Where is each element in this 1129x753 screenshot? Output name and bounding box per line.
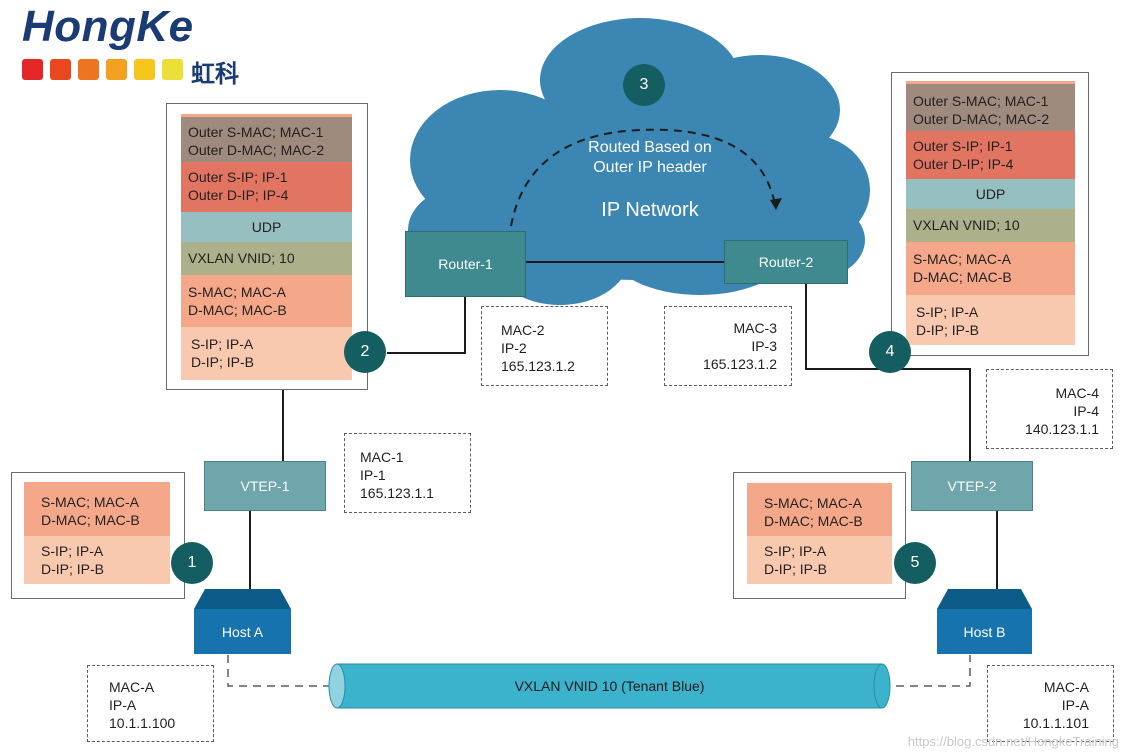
- ip-address-text: 165.123.1.1: [360, 485, 434, 501]
- vni-cell: VXLAN VNID; 10: [906, 209, 1075, 242]
- mac-text: MAC-3: [733, 320, 777, 336]
- inner-mac-cell: S-MAC; MAC-A D-MAC; MAC-B: [24, 482, 170, 536]
- inner-sip: S-IP; IP-A: [764, 543, 827, 559]
- inner-dmac: D-MAC; MAC-B: [764, 513, 863, 529]
- mac-text: MAC-A: [1043, 679, 1089, 695]
- mac-text: MAC-A: [109, 679, 155, 695]
- outer-dip: Outer D-IP; IP-4: [913, 156, 1014, 172]
- inner-ip-cell: S-IP; IP-A D-IP; IP-B: [181, 327, 352, 380]
- ip-text: IP-1: [360, 467, 386, 483]
- vtep-1-address: MAC-1 IP-1 165.123.1.1: [344, 433, 471, 513]
- outer-smac: Outer S-MAC; MAC-1: [913, 93, 1049, 109]
- inner-dmac: D-MAC; MAC-B: [913, 269, 1012, 285]
- router-1-address: MAC-2 IP-2 165.123.1.2: [481, 306, 608, 386]
- host-a-shape: [194, 589, 291, 654]
- inner-mac-cell: S-MAC; MAC-A D-MAC; MAC-B: [181, 275, 352, 327]
- inner-dip: D-IP; IP-B: [191, 354, 255, 370]
- outer-dmac: Outer D-MAC; MAC-2: [913, 111, 1050, 127]
- ip-address-text: 165.123.1.2: [703, 356, 777, 372]
- router-2-address: MAC-3 IP-3 165.123.1.2: [664, 306, 792, 386]
- step-badge-2: 2: [344, 331, 386, 373]
- mac-text: MAC-1: [360, 449, 404, 465]
- ip-text: IP-3: [751, 338, 777, 354]
- router-1: Router-1: [405, 231, 526, 297]
- inner-dip: D-IP; IP-B: [916, 322, 980, 338]
- logo-square: [162, 59, 183, 80]
- logo-square: [78, 59, 99, 80]
- vni-cell: VXLAN VNID; 10: [181, 242, 352, 275]
- inner-ip-cell: S-IP; IP-A D-IP; IP-B: [24, 536, 170, 584]
- outer-dmac: Outer D-MAC; MAC-2: [188, 142, 325, 158]
- hongke-logo-cn: 虹科: [191, 60, 239, 88]
- hongke-logo-text: HongKe: [22, 2, 194, 51]
- routed-label-2: Outer IP header: [593, 159, 707, 176]
- ip-address-text: 140.123.1.1: [1025, 421, 1099, 437]
- inner-mac-cell: S-MAC; MAC-A D-MAC; MAC-B: [906, 242, 1075, 295]
- outer-sip: Outer S-IP; IP-1: [913, 138, 1013, 154]
- host-a-address: MAC-A IP-A 10.1.1.100: [87, 665, 214, 742]
- inner-dmac: D-MAC; MAC-B: [41, 512, 140, 528]
- ip-address-text: 10.1.1.101: [1022, 715, 1089, 731]
- ip-text: IP-4: [1073, 403, 1099, 419]
- inner-dip: D-IP; IP-B: [764, 561, 828, 577]
- logo-square: [50, 59, 71, 80]
- vtep-2: VTEP-2: [911, 461, 1033, 511]
- ip-text: IP-A: [109, 697, 137, 713]
- host-b-label: Host B: [963, 624, 1006, 640]
- vtep-1: VTEP-1: [204, 461, 326, 511]
- logo-square: [22, 59, 43, 80]
- inner-smac: S-MAC; MAC-A: [41, 494, 139, 510]
- inner-ip-cell: S-IP; IP-A D-IP; IP-B: [906, 295, 1075, 345]
- watermark: https://blog.csdn.net/HongkeTraining: [907, 734, 1119, 749]
- inner-smac: S-MAC; MAC-A: [764, 495, 862, 511]
- step-badge-1: 1: [171, 542, 213, 584]
- host-b-shape: [937, 589, 1032, 654]
- inner-dmac: D-MAC; MAC-B: [188, 302, 287, 318]
- step-badge-5: 5: [894, 542, 936, 584]
- vxlan-tunnel-label: VXLAN VNID 10 (Tenant Blue): [514, 678, 705, 694]
- host-b-address: MAC-A IP-A 10.1.1.101: [987, 665, 1114, 742]
- logo-square: [106, 59, 127, 80]
- routed-label-1: Routed Based on: [588, 139, 712, 156]
- udp-cell: UDP: [181, 212, 352, 242]
- vxlan-tunnel: [328, 663, 891, 709]
- routed-arrow-head: [770, 198, 782, 210]
- step-badge-4: 4: [869, 331, 911, 373]
- ip-text: IP-A: [1061, 697, 1089, 713]
- ip-address-text: 10.1.1.100: [109, 715, 176, 731]
- outer-dip: Outer D-IP; IP-4: [188, 187, 289, 203]
- inner-sip: S-IP; IP-A: [191, 336, 254, 352]
- routed-arc: [508, 128, 776, 241]
- inner-sip: S-IP; IP-A: [916, 304, 979, 320]
- step-badge-3: 3: [623, 64, 665, 106]
- vtep-2-address: MAC-4 IP-4 140.123.1.1: [986, 369, 1113, 449]
- mac-text: MAC-4: [1055, 385, 1099, 401]
- outer-sip: Outer S-IP; IP-1: [188, 169, 288, 185]
- outer-mac-cell: Outer S-MAC; MAC-1 Outer D-MAC; MAC-2: [181, 114, 352, 162]
- outer-mac-cell: Outer S-MAC; MAC-1 Outer D-MAC; MAC-2: [906, 81, 1075, 131]
- outer-ip-cell: Outer S-IP; IP-1 Outer D-IP; IP-4: [181, 162, 352, 212]
- ip-address-text: 165.123.1.2: [501, 358, 575, 374]
- host-a-label: Host A: [221, 624, 264, 640]
- outer-ip-cell: Outer S-IP; IP-1 Outer D-IP; IP-4: [906, 131, 1075, 179]
- inner-smac: S-MAC; MAC-A: [913, 251, 1011, 267]
- ip-text: IP-2: [501, 340, 527, 356]
- inner-ip-cell: S-IP; IP-A D-IP; IP-B: [747, 536, 892, 584]
- mac-text: MAC-2: [501, 322, 545, 338]
- inner-mac-cell: S-MAC; MAC-A D-MAC; MAC-B: [747, 483, 892, 536]
- router-2: Router-2: [724, 240, 848, 284]
- outer-smac: Outer S-MAC; MAC-1: [188, 124, 324, 140]
- udp-cell: UDP: [906, 179, 1075, 209]
- inner-smac: S-MAC; MAC-A: [188, 284, 286, 300]
- inner-sip: S-IP; IP-A: [41, 543, 104, 559]
- inner-dip: D-IP; IP-B: [41, 561, 105, 577]
- logo-square: [134, 59, 155, 80]
- ip-network-label: IP Network: [601, 199, 699, 221]
